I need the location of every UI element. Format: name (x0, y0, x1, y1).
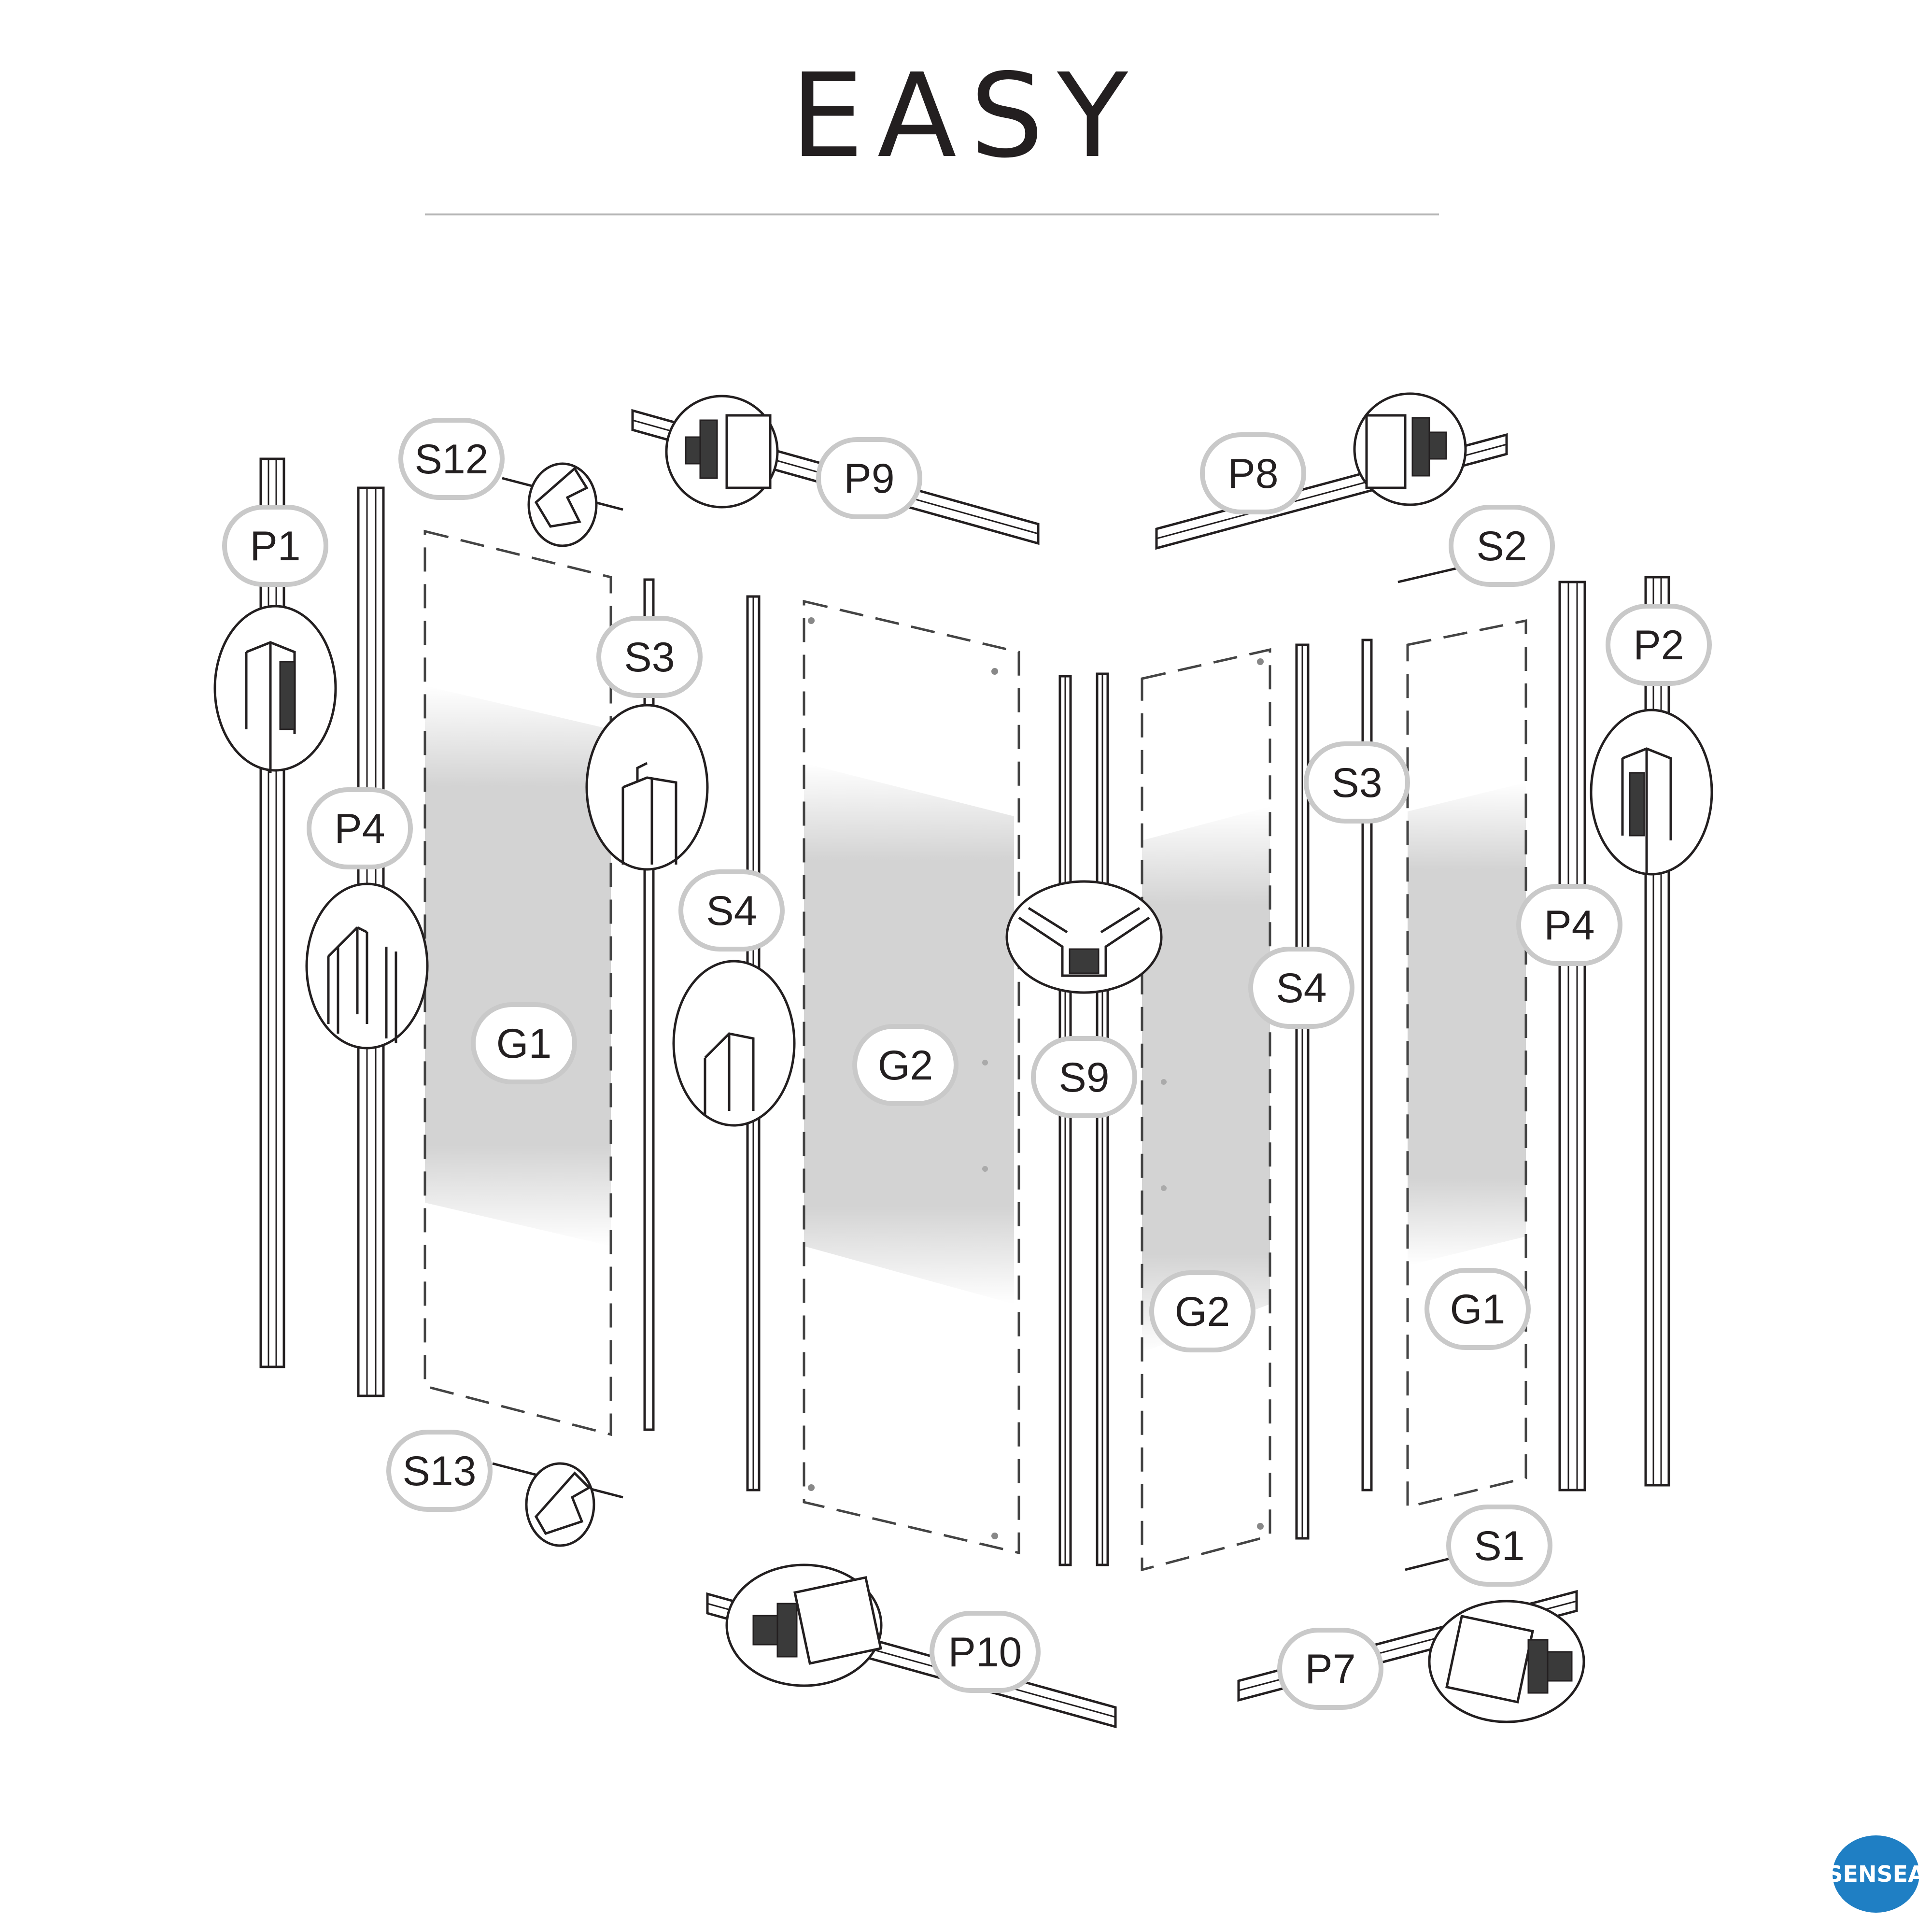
detail-s4-left-profile (672, 960, 796, 1127)
svg-text:P2: P2 (1633, 622, 1684, 668)
detail-p4-left-profile (305, 882, 429, 1050)
glass-panel-g1-right (1406, 619, 1527, 1509)
svg-text:P4: P4 (334, 806, 385, 852)
svg-text:S9: S9 (1058, 1054, 1109, 1101)
svg-text:P1: P1 (250, 523, 300, 569)
detail-p2-profile (1590, 709, 1713, 876)
label-s4-left: S4 (678, 869, 785, 952)
svg-text:P7: P7 (1305, 1646, 1355, 1692)
svg-text:G2: G2 (878, 1042, 933, 1089)
svg-text:S4: S4 (706, 888, 757, 934)
label-g2-right: G2 (1149, 1270, 1255, 1352)
svg-text:S13: S13 (402, 1448, 476, 1494)
detail-p9-end (665, 395, 779, 509)
label-s3-right: S3 (1304, 741, 1410, 824)
seal-s1 (1405, 1556, 1454, 1571)
label-g1-right: G1 (1424, 1268, 1531, 1350)
svg-text:G2: G2 (1175, 1289, 1230, 1335)
strip-s3-right (1361, 639, 1373, 1492)
label-s3-left: S3 (596, 616, 703, 698)
svg-text:SENSEA: SENSEA (1827, 1861, 1925, 1887)
label-p10: P10 (930, 1611, 1041, 1693)
svg-text:P8: P8 (1227, 451, 1278, 497)
glass-panel-g2-right (1141, 648, 1271, 1572)
svg-text:P10: P10 (948, 1629, 1022, 1676)
detail-s12-profile (527, 462, 598, 547)
label-s12: S12 (398, 418, 505, 500)
label-p4-left: P4 (307, 787, 413, 869)
label-s2: S2 (1449, 505, 1555, 587)
svg-text:P9: P9 (844, 455, 894, 502)
detail-s9-profile (1005, 880, 1163, 994)
label-p8: P8 (1200, 432, 1306, 514)
svg-text:G1: G1 (1450, 1286, 1506, 1333)
svg-text:S12: S12 (414, 436, 488, 483)
svg-text:S2: S2 (1476, 523, 1527, 569)
svg-text:S3: S3 (624, 634, 675, 681)
label-g2-left: G2 (852, 1024, 959, 1106)
brand-logo: SENSEA (1827, 1835, 1925, 1913)
svg-text:S1: S1 (1474, 1523, 1524, 1569)
detail-p10-end (725, 1563, 883, 1687)
page-title: EASY (790, 48, 1142, 184)
label-p4-right: P4 (1516, 884, 1622, 966)
label-p1: P1 (222, 505, 328, 587)
detail-p1-profile (213, 605, 337, 773)
profile-p1 (259, 457, 285, 1368)
label-p7: P7 (1277, 1628, 1383, 1710)
glass-panel-g1-left (423, 529, 612, 1436)
label-p2: P2 (1606, 604, 1712, 686)
svg-text:P4: P4 (1544, 902, 1594, 949)
profile-p4-right (1558, 581, 1586, 1492)
label-s13: S13 (386, 1430, 493, 1512)
label-s4-right: S4 (1248, 947, 1354, 1029)
label-g1-left: G1 (471, 1002, 577, 1084)
detail-p7-end (1428, 1600, 1585, 1723)
svg-text:G1: G1 (496, 1021, 552, 1067)
label-p9: P9 (816, 437, 922, 519)
svg-text:S3: S3 (1331, 760, 1382, 806)
svg-text:S4: S4 (1276, 965, 1326, 1011)
detail-p8-end (1353, 392, 1467, 506)
detail-s13-profile (525, 1462, 595, 1547)
strip-s9 (1058, 672, 1109, 1566)
label-s9: S9 (1031, 1036, 1137, 1118)
label-s1: S1 (1446, 1505, 1552, 1587)
title-divider (425, 213, 1439, 215)
detail-s3-left-profile (585, 704, 709, 871)
